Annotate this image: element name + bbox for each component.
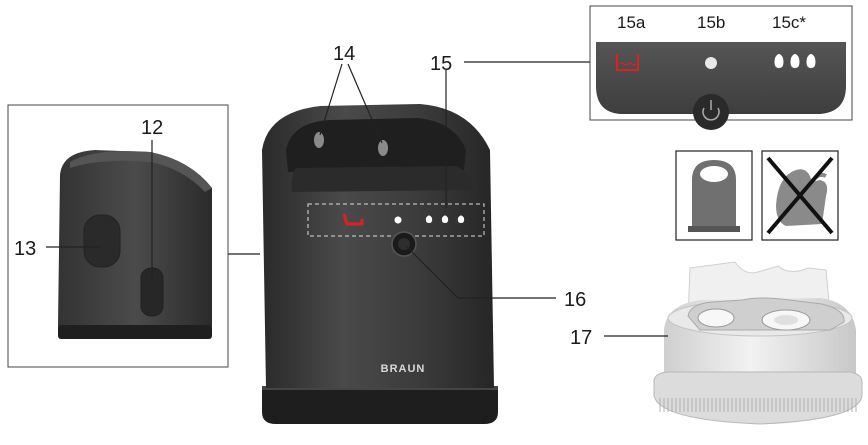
label-15c: 15c* bbox=[772, 13, 806, 32]
usage-icons-group bbox=[676, 151, 838, 240]
device-white-dot bbox=[395, 217, 402, 224]
cleaning-cartridge: 17 bbox=[570, 262, 862, 424]
callout-17: 17 bbox=[570, 327, 592, 349]
side-view-body bbox=[58, 150, 212, 338]
indicator-dot-icon bbox=[705, 57, 717, 69]
callout-13: 13 bbox=[14, 238, 36, 260]
label-15b: 15b bbox=[697, 13, 725, 32]
panel-power-button bbox=[693, 94, 729, 130]
side-view-group: 12 13 bbox=[8, 105, 260, 367]
side-view-base bbox=[58, 325, 212, 339]
callout-12: 12 bbox=[141, 117, 163, 139]
main-device: BRAUN 14 15 16 bbox=[262, 43, 590, 424]
cartridge-ridged-base bbox=[654, 372, 862, 424]
indicator-drops-icon bbox=[775, 54, 816, 68]
callout-16: 16 bbox=[564, 289, 586, 311]
callout-14: 14 bbox=[333, 43, 355, 65]
callout-15: 15 bbox=[430, 53, 452, 75]
label-15a: 15a bbox=[617, 13, 646, 32]
device-cradle-inner bbox=[292, 166, 475, 192]
side-button-13 bbox=[84, 215, 120, 267]
device-base bbox=[262, 388, 498, 424]
contact-right bbox=[378, 140, 388, 156]
indicator-panel-group: 15a 15b 15c* bbox=[590, 6, 852, 130]
device-brand: BRAUN bbox=[381, 363, 426, 375]
device-cradle bbox=[286, 118, 466, 172]
contact-left bbox=[314, 132, 324, 148]
